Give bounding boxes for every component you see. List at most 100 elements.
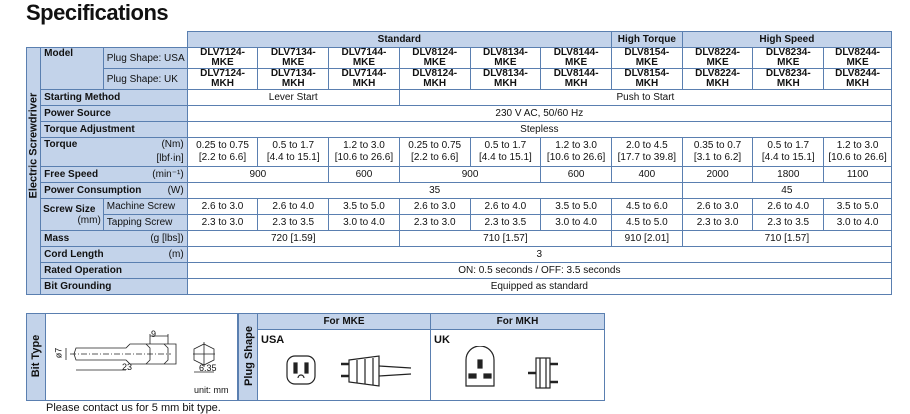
free-speed-label: Free Speed(min⁻¹) <box>40 166 188 183</box>
power-consumption-value: 35 <box>186 182 683 199</box>
machine-screw-cell: 2.6 to 3.0 <box>186 198 259 215</box>
mass-label: Mass(g [lbs]) <box>40 230 188 247</box>
model-usa-cell: DLV7134- MKE <box>257 47 330 69</box>
model-usa-cell: DLV8234- MKE <box>752 47 825 69</box>
torque-cell: 1.2 to 3.0 [10.6 to 26.6] <box>540 137 612 167</box>
usa-plug-label: USA <box>261 334 285 346</box>
tapping-screw-cell: 2.3 to 3.5 <box>469 214 542 231</box>
starting-method-label: Starting Method <box>40 89 188 106</box>
model-uk-cell: DLV8144- MKH <box>540 68 612 90</box>
tapping-screw-cell: 3.0 to 4.0 <box>823 214 892 231</box>
model-usa-cell: DLV7144- MKE <box>328 47 400 69</box>
tapping-screw-cell: 2.3 to 3.5 <box>257 214 330 231</box>
free-speed-value: 1100 <box>823 166 892 183</box>
machine-screw-cell: 4.5 to 6.0 <box>610 198 683 215</box>
tapping-screw-cell: 2.3 to 3.0 <box>186 214 259 231</box>
model-uk-cell: DLV8244- MKH <box>823 68 892 90</box>
model-usa-cell: DLV8244- MKE <box>823 47 892 69</box>
torque-label: Torque (Nm)[lbf·in] <box>40 137 188 167</box>
model-label: Model <box>40 47 104 90</box>
tapping-screw-cell: 3.0 to 4.0 <box>540 214 612 231</box>
tapping-screw-cell: 2.3 to 3.0 <box>681 214 754 231</box>
group-high-torque: High Torque <box>610 31 683 48</box>
free-speed-value: 900 <box>186 166 330 183</box>
model-uk-cell: DLV8124- MKH <box>398 68 471 90</box>
free-speed-value: 1800 <box>752 166 825 183</box>
torque-cell: 0.5 to 1.7 [4.4 to 15.1] <box>469 137 542 167</box>
model-uk-cell: DLV8234- MKH <box>752 68 825 90</box>
rated-operation-value: ON: 0.5 seconds / OFF: 3.5 seconds <box>186 262 893 279</box>
side-label: Electric Screwdriver <box>25 47 42 295</box>
torque-cell: 0.25 to 0.75 [2.2 to 6.6] <box>398 137 471 167</box>
footnote: Please contact us for 5 mm bit type. <box>46 402 221 414</box>
model-usa-cell: DLV8134- MKE <box>469 47 542 69</box>
tapping-screw-cell: 4.5 to 5.0 <box>610 214 683 231</box>
mass-value: 910 [2.01] <box>610 230 683 247</box>
plug-divider <box>430 329 431 400</box>
for-mke-header: For MKE <box>258 314 431 330</box>
unit-note: unit: mm <box>194 385 229 395</box>
tapping-screw-cell: 2.3 to 3.5 <box>752 214 825 231</box>
dim-635: 6.35 <box>199 363 217 373</box>
mass-value: 710 [1.57] <box>681 230 893 247</box>
power-consumption-label: Power Consumption(W) <box>40 182 188 199</box>
model-uk-cell: DLV7134- MKH <box>257 68 330 90</box>
machine-screw-cell: 3.5 to 5.0 <box>328 198 400 215</box>
torque-cell: 1.2 to 3.0 [10.6 to 26.6] <box>328 137 400 167</box>
dim-7: ø7 <box>53 347 64 359</box>
mass-value: 710 [1.57] <box>398 230 612 247</box>
plug-shape-label: Plug Shape <box>243 326 255 386</box>
torque-adjustment-label: Torque Adjustment <box>40 121 188 138</box>
model-uk-cell: DLV7144- MKH <box>328 68 400 90</box>
power-source-label: Power Source <box>40 105 188 122</box>
model-usa-cell: DLV8144- MKE <box>540 47 612 69</box>
mass-value: 720 [1.59] <box>186 230 400 247</box>
power-source-value: 230 V AC, 50/60 Hz <box>186 105 893 122</box>
for-mkh-header: For MKH <box>431 314 604 330</box>
bit-type-label: Bit Type <box>30 334 42 378</box>
spec-table: Standard High Torque High Speed Electric… <box>25 31 893 295</box>
model-usa-cell: DLV8154- MKE <box>610 47 683 69</box>
tapping-screw-cell: 3.0 to 4.0 <box>328 214 400 231</box>
machine-screw-cell: 3.5 to 5.0 <box>823 198 892 215</box>
usa-plug-icon <box>286 355 412 387</box>
torque-cell: 1.2 to 3.0 [10.6 to 26.6] <box>823 137 892 167</box>
torque-cell: 0.35 to 0.7 [3.1 to 6.2] <box>681 137 754 167</box>
model-uk-cell: DLV8224- MKH <box>681 68 754 90</box>
screw-size-label: Screw Size(mm) <box>40 198 104 231</box>
bit-type-side: Bit Type <box>27 314 46 400</box>
free-speed-value: 600 <box>328 166 400 183</box>
plug-shape-panel: Plug Shape For MKE For MKH USA UK <box>238 313 605 401</box>
free-speed-value: 2000 <box>681 166 754 183</box>
torque-cell: 0.25 to 0.75 [2.2 to 6.6] <box>186 137 259 167</box>
model-usa-cell: DLV7124- MKE <box>186 47 259 69</box>
tapping-screw-cell: 2.3 to 3.0 <box>398 214 471 231</box>
usa-label: Plug Shape: USA <box>102 47 188 69</box>
bit-grounding-value: Equipped as standard <box>186 278 893 295</box>
free-speed-value: 900 <box>398 166 542 183</box>
machine-screw-cell: 2.6 to 4.0 <box>752 198 825 215</box>
power-consumption-value: 45 <box>681 182 893 199</box>
torque-cell: 2.0 to 4.5 [17.7 to 39.8] <box>610 137 683 167</box>
group-standard: Standard <box>186 31 612 48</box>
uk-plug-icon <box>465 346 558 389</box>
uk-plug-label: UK <box>434 334 450 346</box>
rated-operation-label: Rated Operation <box>40 262 188 279</box>
group-high-speed: High Speed <box>681 31 893 48</box>
starting-method-lever: Lever Start <box>186 89 400 106</box>
machine-screw-cell: 2.6 to 3.0 <box>398 198 471 215</box>
model-uk-cell: DLV8154- MKH <box>610 68 683 90</box>
free-speed-value: 600 <box>540 166 612 183</box>
plug-shape-side: Plug Shape <box>239 314 258 400</box>
dim-23: 23 <box>122 362 133 372</box>
starting-method-push: Push to Start <box>398 89 893 106</box>
cord-length-label: Cord Length(m) <box>40 246 188 263</box>
machine-screw-label: Machine Screw <box>102 198 188 215</box>
torque-cell: 0.5 to 1.7 [4.4 to 15.1] <box>257 137 330 167</box>
torque-cell: 0.5 to 1.7 [4.4 to 15.1] <box>752 137 825 167</box>
machine-screw-cell: 2.6 to 4.0 <box>469 198 542 215</box>
uk-label: Plug Shape: UK <box>102 68 188 90</box>
bit-grounding-label: Bit Grounding <box>40 278 188 295</box>
model-usa-cell: DLV8124- MKE <box>398 47 471 69</box>
free-speed-value: 400 <box>610 166 683 183</box>
